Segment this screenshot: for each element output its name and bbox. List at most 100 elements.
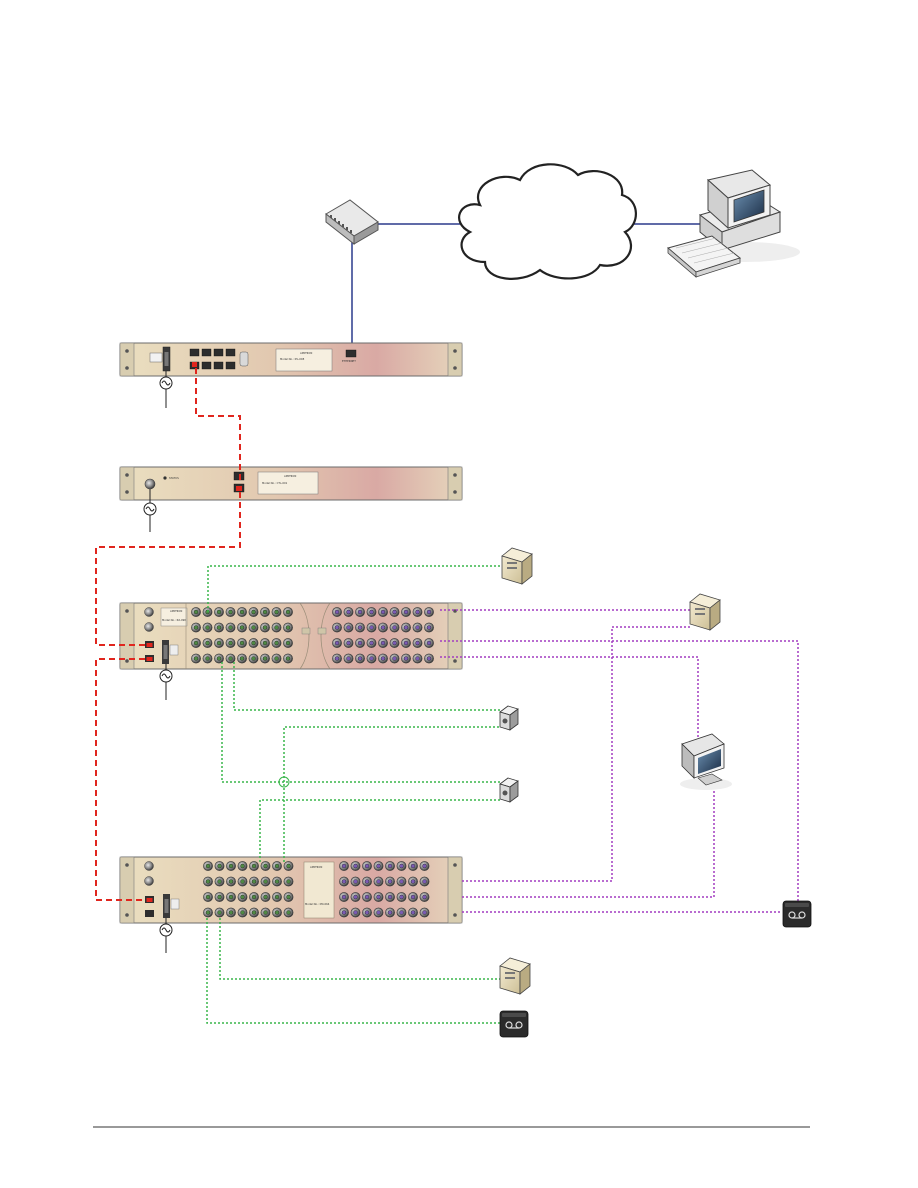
unit3-to-unit4-link: [95, 658, 145, 901]
bnc-connector-pin: [422, 894, 427, 900]
bnc-connector-pin: [353, 894, 358, 900]
unit3-brand: AMPHION: [170, 609, 182, 613]
bnc-connector-pin: [205, 894, 211, 900]
bnc-connector-pin: [274, 656, 279, 661]
bnc-connector-pin: [228, 609, 233, 615]
bnc-connector-pin: [341, 879, 347, 884]
bnc-connector-pin: [285, 640, 291, 646]
bnc-connector-pin: [353, 863, 358, 869]
bnc-connector-pin: [251, 910, 257, 915]
output-links: [440, 609, 799, 913]
bnc-connector-pin: [274, 640, 279, 646]
bnc-connector-pin: [410, 910, 416, 915]
bnc-connector-pin: [239, 625, 245, 630]
unit4-input-connectors: [203, 861, 294, 918]
bnc-connector-pin: [346, 625, 351, 630]
monitor-icon: [680, 733, 732, 790]
bnc-connector-pin: [263, 910, 268, 915]
ac-power-icon: [159, 664, 173, 700]
bnc-connector-pin: [262, 625, 268, 630]
bnc-connector-pin: [274, 910, 280, 915]
ac-power-icon: [159, 918, 173, 953]
bnc-connector-pin: [262, 656, 268, 661]
bnc-connector-pin: [334, 656, 340, 661]
desktop-computer-icon: [666, 169, 800, 278]
bnc-connector-pin: [415, 656, 420, 661]
bnc-connector-pin: [369, 609, 374, 615]
bnc-connector-pin: [387, 910, 393, 915]
bnc-connector-pin: [193, 625, 199, 630]
bnc-connector-pin: [399, 894, 404, 900]
bnc-connector-pin: [357, 656, 363, 661]
bnc-connector-pin: [285, 656, 291, 661]
bnc-connector-pin: [415, 625, 420, 630]
bnc-connector-pin: [334, 625, 340, 630]
bnc-connector-pin: [217, 910, 222, 915]
bnc-connector-pin: [380, 625, 386, 630]
bnc-connector-pin: [228, 894, 234, 900]
bnc-connector-pin: [422, 879, 427, 884]
bnc-connector-pin: [251, 609, 256, 615]
bnc-connector-pin: [217, 879, 222, 884]
bnc-connector-pin: [341, 863, 347, 869]
bnc-connector-pin: [193, 640, 199, 646]
bnc-connector-pin: [285, 625, 291, 630]
speaker-icon: [499, 705, 519, 731]
bnc-connector-pin: [369, 625, 374, 630]
bnc-connector-pin: [251, 879, 257, 884]
video-input-links: [206, 565, 500, 1024]
bnc-connector-pin: [353, 910, 358, 915]
bnc-connector-pin: [216, 609, 222, 615]
bnc-connector-pin: [392, 640, 397, 646]
bnc-connector-pin: [346, 609, 351, 615]
bnc-connector-pin: [376, 863, 381, 869]
bnc-connector-pin: [399, 879, 404, 884]
unit3-output-connectors: [332, 607, 434, 664]
bnc-connector-pin: [286, 894, 291, 900]
rack-unit-4: AMPHION Model No.: MX-064: [119, 856, 463, 924]
bnc-connector-pin: [251, 894, 257, 900]
bnc-connector-pin: [403, 609, 409, 615]
server-tower-icon: [499, 957, 531, 995]
bnc-connector-pin: [410, 894, 416, 900]
bnc-connector-pin: [387, 879, 393, 884]
bnc-connector-pin: [251, 656, 256, 661]
bnc-connector-pin: [205, 879, 211, 884]
bnc-connector-pin: [403, 625, 409, 630]
bnc-connector-pin: [387, 863, 393, 869]
bnc-connector-pin: [228, 656, 233, 661]
bnc-connector-pin: [387, 894, 393, 900]
bnc-connector-pin: [415, 609, 420, 615]
unit3-model: Model No.: RX-096: [162, 618, 186, 622]
bnc-connector-pin: [217, 894, 222, 900]
bnc-connector-pin: [239, 609, 245, 615]
bnc-connector-pin: [228, 640, 233, 646]
bnc-connector-pin: [392, 656, 397, 661]
bnc-connector-pin: [346, 640, 351, 646]
rack-unit-1: AMPHION Model No.: IPL-008 ETHERNET: [119, 342, 463, 377]
bnc-connector-pin: [205, 656, 210, 661]
bnc-connector-pin: [334, 609, 340, 615]
bnc-connector-pin: [274, 625, 279, 630]
bnc-connector-pin: [392, 625, 397, 630]
bnc-connector-pin: [353, 879, 358, 884]
bnc-connector-pin: [364, 879, 370, 884]
bnc-connector-pin: [228, 910, 234, 915]
unit2-status-label: STATUS: [169, 476, 179, 480]
bnc-connector-pin: [380, 609, 386, 615]
bnc-connector-pin: [274, 863, 280, 869]
bnc-connector-pin: [205, 625, 210, 630]
bnc-connector-pin: [228, 879, 234, 884]
bnc-connector-pin: [403, 656, 409, 661]
control-links: [95, 368, 241, 901]
bnc-connector-pin: [239, 656, 245, 661]
bnc-connector-pin: [357, 609, 363, 615]
bnc-connector-pin: [251, 863, 257, 869]
bnc-connector-pin: [426, 656, 432, 661]
bnc-connector-pin: [410, 863, 416, 869]
bnc-connector-pin: [392, 609, 397, 615]
bnc-connector-pin: [399, 863, 404, 869]
bnc-connector-pin: [240, 910, 245, 915]
bnc-connector-pin: [274, 879, 280, 884]
